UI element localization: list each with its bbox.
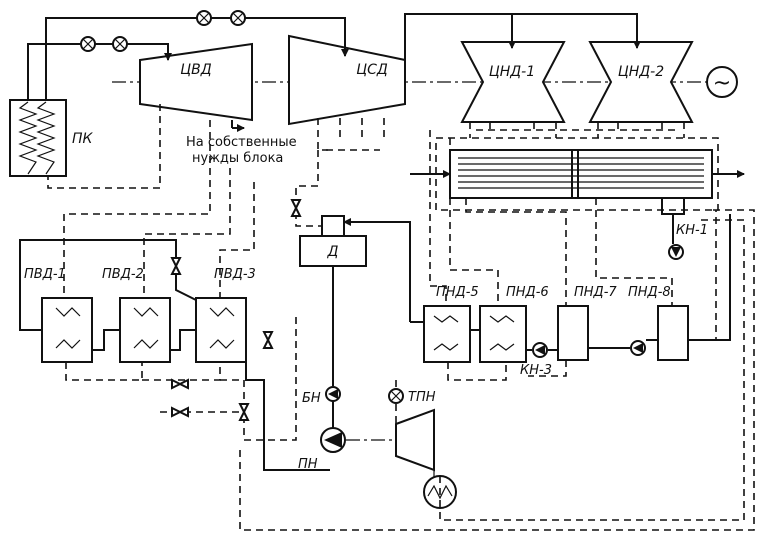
valve-drain-3 (238, 403, 250, 421)
kn3-label: КН-3 (520, 363, 552, 378)
feedwater-line (263, 420, 330, 471)
main-steam-line (27, 43, 172, 100)
feed-pump-turbine-label: ТПН (408, 390, 436, 405)
valve-drain-4 (262, 331, 274, 349)
generator-symbol: ~ (713, 71, 731, 96)
valve-reheat-2 (230, 10, 246, 26)
condensate-pump-kn3: КН-3 (520, 342, 552, 378)
condensate-pump-2 (630, 340, 646, 356)
reheat-steam-line (45, 17, 349, 100)
valve-extraction (170, 257, 182, 275)
condenser (449, 149, 713, 215)
valve-main-steam-1 (80, 36, 96, 52)
feed-pump-turbine (395, 408, 435, 478)
valve-main-steam-2 (112, 36, 128, 52)
generator: ~ (706, 66, 738, 98)
hp-heater-2-label: ПВД-2 (102, 267, 144, 282)
deaerator: Д (299, 215, 367, 267)
lp-cylinder-2-label: ЦНД-2 (618, 64, 664, 80)
ip-cylinder: ЦСД (288, 34, 406, 126)
hp-heater-3-label: ПВД-3 (214, 267, 256, 282)
hp-heater-1-label: ПВД-1 (24, 267, 66, 282)
own-needs-label-line1: На собственные (186, 135, 297, 150)
lp-heater-8-label: ПНД-8 (628, 285, 671, 300)
valve-reheat-1 (196, 10, 212, 26)
lp-cylinder-1-label: ЦНД-1 (489, 64, 535, 80)
feed-pump-turbine-valve: ТПН (388, 388, 436, 405)
own-needs-label-line2: нужды блока (192, 151, 283, 166)
booster-pump: БН (302, 266, 341, 406)
deaerator-label: Д (327, 244, 339, 260)
booster-pump-label: БН (302, 391, 321, 406)
lp-cylinder-1: ЦНД-1 (460, 41, 566, 123)
kn1-label: КН-1 (676, 223, 708, 238)
ip-cylinder-label: ЦСД (356, 62, 388, 78)
steam-generator: ПК (9, 99, 94, 177)
feed-pump: ПН (298, 401, 346, 472)
feed-pump-label: ПН (298, 457, 318, 472)
lp-heater-7: ПНД-7 (557, 285, 617, 361)
hp-cylinder-label: ЦВД (180, 62, 211, 78)
valve-drain-2 (171, 406, 189, 418)
hp-heater-1: ПВД-1 (24, 267, 93, 363)
valve-drain-1 (171, 378, 189, 390)
lp-heater-5-label: ПНД-5 (436, 285, 479, 300)
lp-heater-6-label: ПНД-6 (506, 285, 549, 300)
crossover-pipe (404, 13, 641, 60)
steam-generator-label: ПК (72, 131, 94, 147)
hp-cylinder: ЦВД (139, 42, 253, 122)
valve-deaerator-steam (290, 199, 302, 217)
lp-heater-7-label: ПНД-7 (574, 285, 617, 300)
lp-heater-6: ПНД-6 (479, 285, 549, 363)
lp-heater-5: ПНД-5 (423, 285, 479, 363)
condensate-pump-kn1: КН-1 (668, 214, 708, 260)
lp-cylinder-2: ЦНД-2 (588, 41, 694, 123)
lp-heater-8: ПНД-8 (628, 285, 689, 361)
hp-heater-2: ПВД-2 (102, 267, 171, 363)
